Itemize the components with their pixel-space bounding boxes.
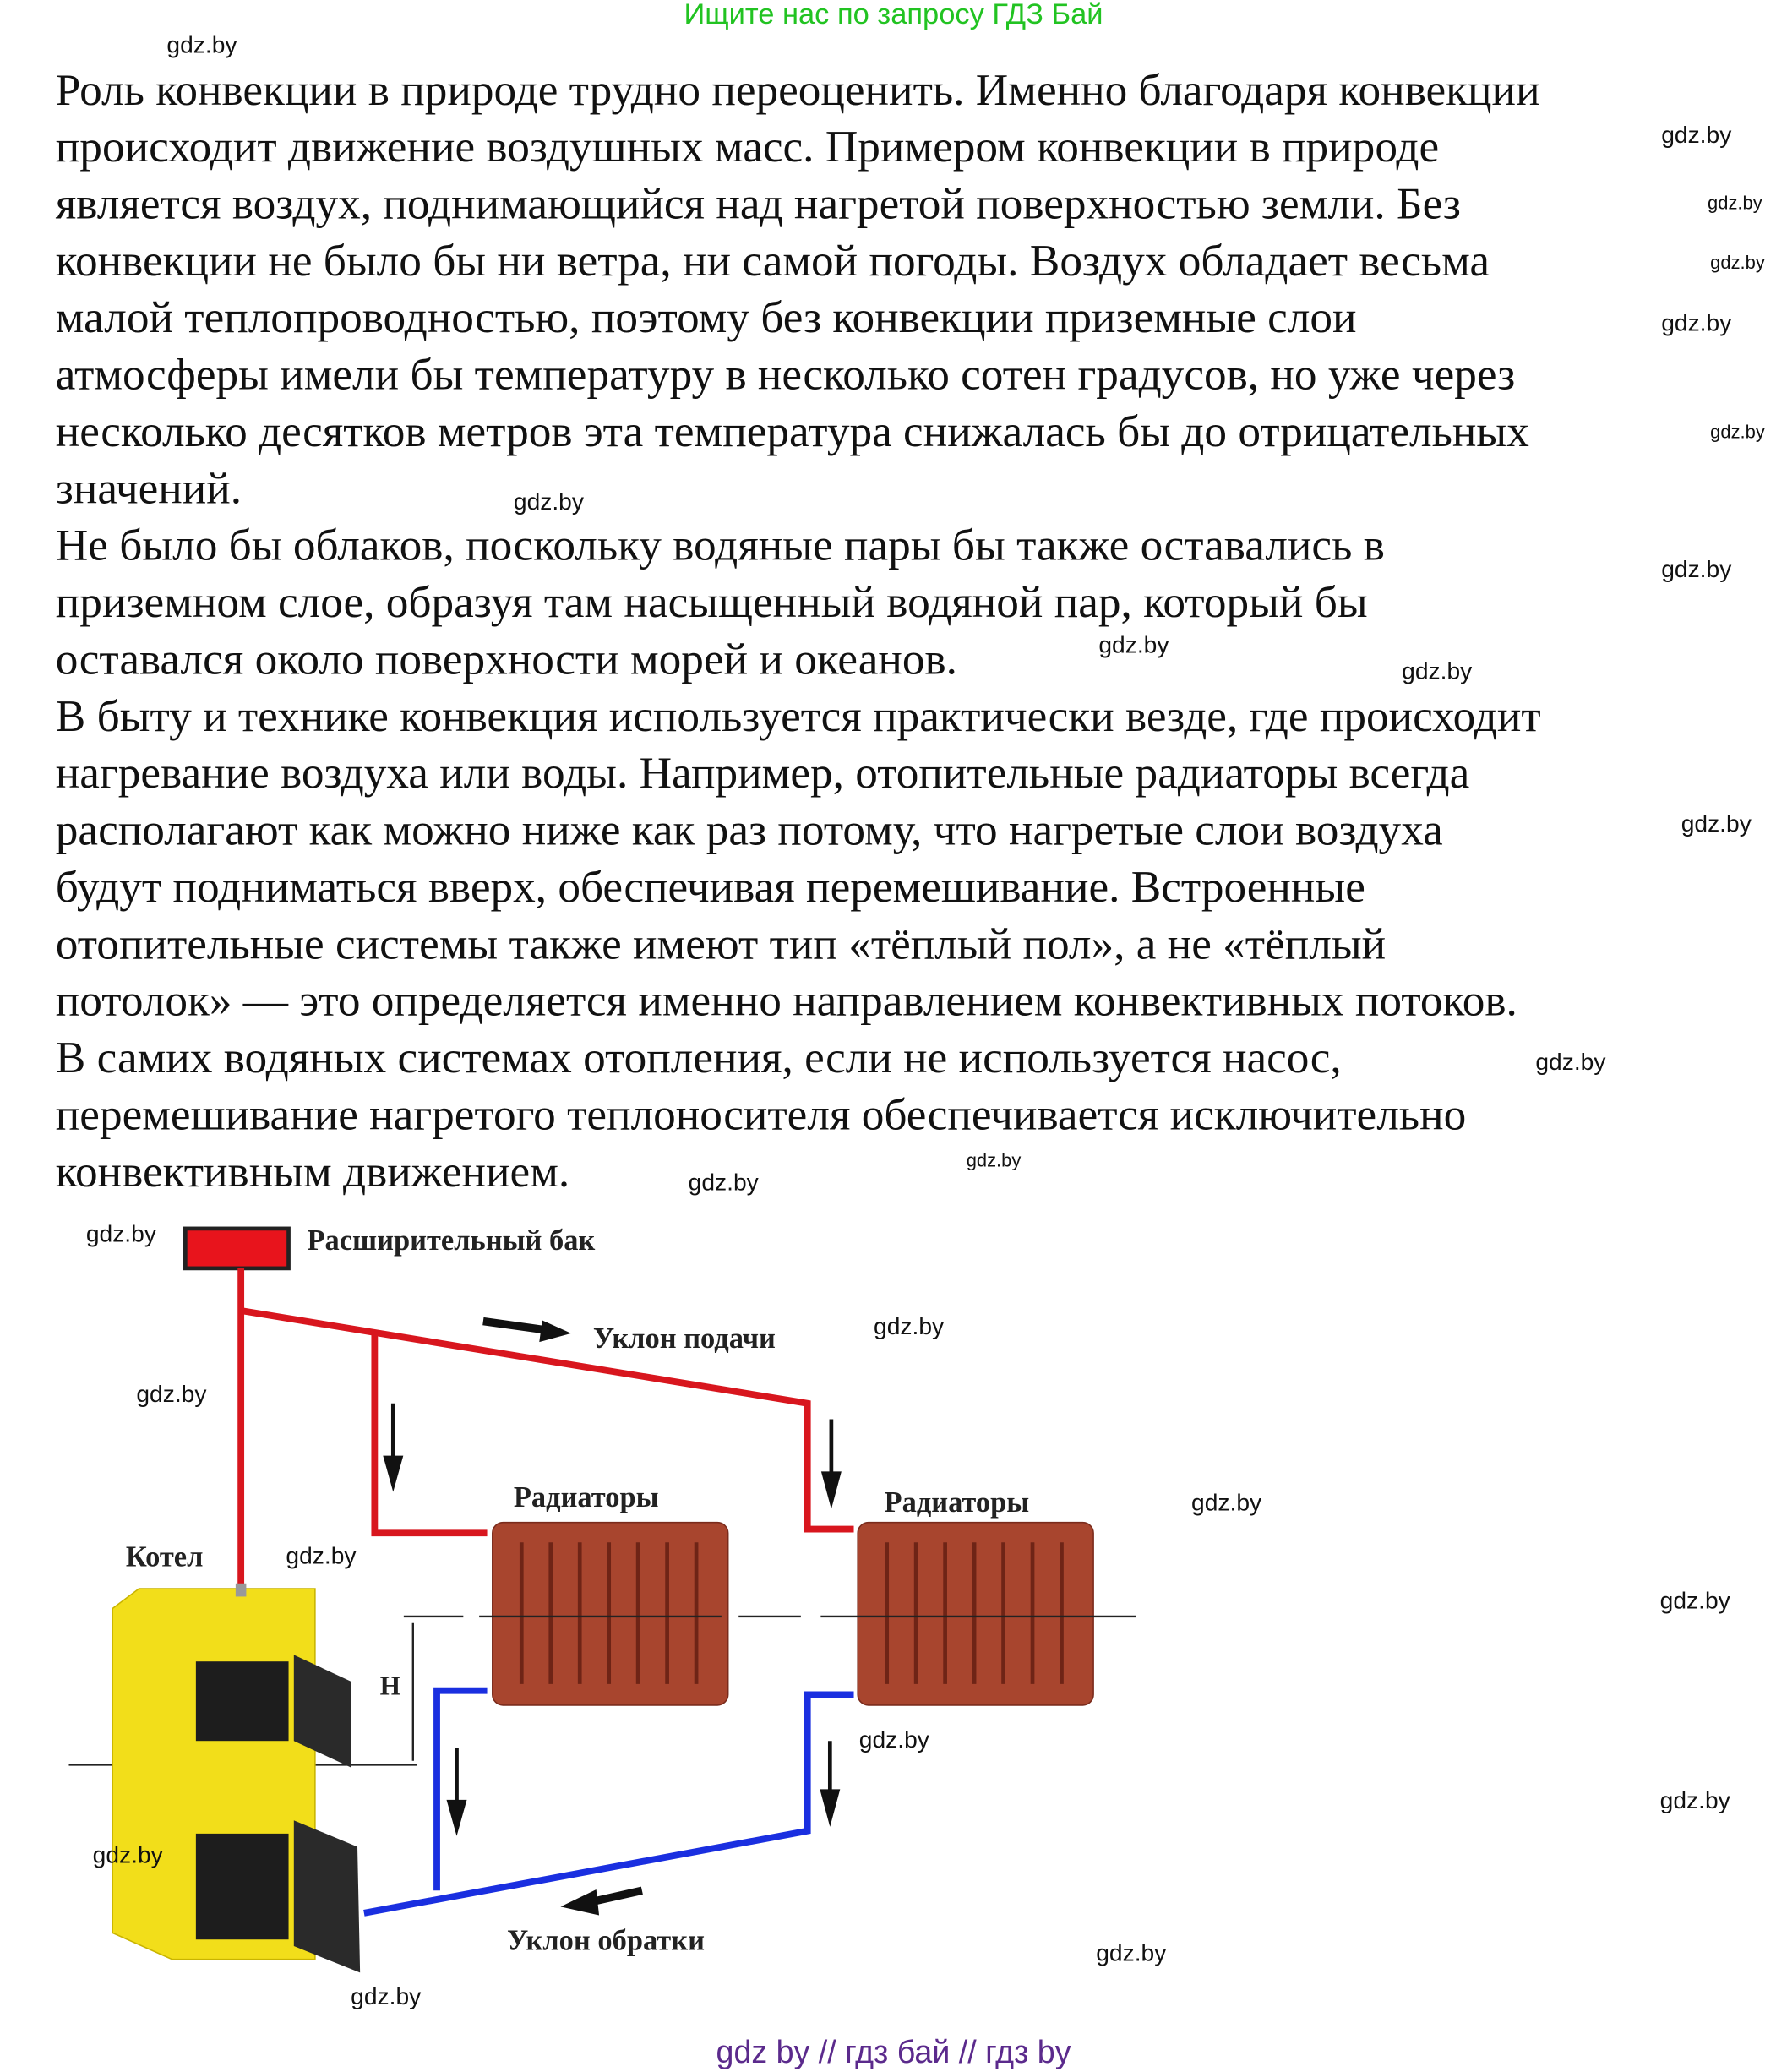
watermark: gdz.by [513, 488, 584, 515]
watermark: gdz.by [1096, 1939, 1167, 1966]
text-line: оставался около поверхности морей и океа… [55, 635, 957, 684]
text-line: располагают как можно ниже как раз потом… [55, 806, 1443, 856]
watermark: gdz.by [1535, 1048, 1606, 1076]
footer-links[interactable]: gdz by // гдз бай // гдз by [716, 2035, 1071, 2071]
watermark: gdz.by [1659, 1587, 1730, 1614]
text-line: является воздух, поднимающийся над нагре… [55, 180, 1461, 230]
watermark: gdz.by [1402, 657, 1473, 684]
text-line: Роль конвекции в природе трудно переоцен… [55, 66, 1540, 116]
boiler-label: Котел [126, 1540, 204, 1573]
watermark: gdz.by [688, 1169, 759, 1196]
text-line: значений. [55, 464, 242, 514]
watermark: gdz.by [1708, 192, 1762, 214]
text-line: потолок» — это определяется именно напра… [55, 977, 1517, 1027]
watermark: gdz.by [1710, 421, 1765, 443]
text-line: несколько десятков метров эта температур… [55, 407, 1529, 457]
watermark: gdz.by [92, 1841, 163, 1868]
text-line: Не было бы облаков, поскольку водяные па… [55, 521, 1385, 571]
radiators-label-2: Радиаторы [885, 1486, 1030, 1519]
boiler [112, 1583, 361, 1973]
expansion-tank-label: Расширительный бак [307, 1224, 595, 1257]
expansion-tank [183, 1226, 291, 1271]
supply-slope-label: Уклон подачи [593, 1322, 776, 1355]
text-line: перемешивание нагретого теплоносителя об… [55, 1090, 1467, 1140]
text-line: нагревание воздуха или воды. Например, о… [55, 749, 1470, 799]
watermark: gdz.by [1191, 1489, 1262, 1516]
watermark: gdz.by [858, 1726, 929, 1753]
return-pipe [363, 1687, 854, 1917]
text-line: отопительные системы также имеют тип «тё… [55, 919, 1387, 969]
text-line: В самих водяных системах отопления, если… [55, 1033, 1342, 1083]
watermark: gdz.by [166, 31, 237, 58]
watermark: gdz.by [136, 1381, 207, 1408]
text-line: будут подниматься вверх, обеспечивая пер… [55, 863, 1365, 913]
watermark: gdz.by [874, 1313, 945, 1340]
height-label: H [380, 1671, 400, 1700]
watermark: gdz.by [1710, 251, 1765, 273]
radiators-label-1: Радиаторы [514, 1481, 659, 1513]
watermark: gdz.by [1661, 122, 1732, 149]
text-line: В быту и технике конвекция используется … [55, 692, 1541, 742]
text-line: атмосферы имели бы температуру в несколь… [55, 351, 1516, 401]
text-line: конвекции не было бы ни ветра, ни самой … [55, 237, 1490, 286]
watermark: gdz.by [1659, 1787, 1730, 1814]
text-line: конвективным движением. [55, 1148, 570, 1197]
watermark: gdz.by [1661, 309, 1732, 336]
watermark: gdz.by [85, 1220, 156, 1247]
text-line: приземном слое, образуя там насыщенный в… [55, 578, 1368, 628]
return-slope-label: Уклон обратки [507, 1925, 705, 1957]
text-line: малой теплопроводностью, поэтому без кон… [55, 293, 1357, 343]
flow-arrows [383, 1317, 842, 1916]
text-line: происходит движение воздушных масс. Прим… [55, 123, 1440, 172]
watermark: gdz.by [966, 1148, 1022, 1170]
watermark: gdz.by [1098, 631, 1169, 658]
watermark: gdz.by [1661, 556, 1732, 583]
watermark: gdz.by [286, 1542, 357, 1569]
watermark: gdz.by [351, 1982, 422, 2010]
search-banner: Ищите нас по запросу ГДЗ Бай [684, 0, 1103, 31]
watermark: gdz.by [1681, 810, 1752, 837]
supply-pipe [237, 1268, 854, 1589]
